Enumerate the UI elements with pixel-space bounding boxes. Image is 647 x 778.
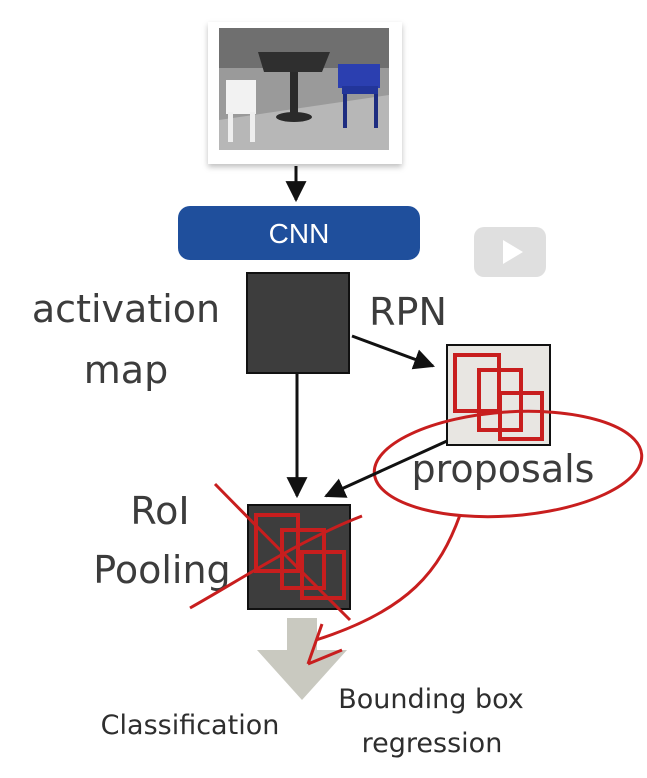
arrow-proposals-to-roi: [324, 439, 448, 498]
cnn-block: CNN: [178, 206, 420, 260]
chairs-photo-icon: [219, 28, 389, 150]
red-annotation-arrow: [315, 514, 462, 642]
rpn-label: RPN: [369, 290, 447, 334]
classification-label: Classification: [101, 710, 280, 741]
output-arrow: [257, 618, 347, 700]
roi-label-2: Pooling: [93, 548, 230, 592]
activation-map-label-1: activation: [32, 287, 220, 331]
red-annotation-arrowhead: [306, 623, 343, 666]
input-image: [208, 22, 402, 164]
activation-map: [246, 272, 350, 374]
cnn-label: CNN: [269, 218, 330, 249]
play-button-icon[interactable]: [474, 227, 546, 277]
proposals-label: proposals: [412, 447, 595, 491]
proposals-box: [446, 344, 551, 446]
bbox-label-2: regression: [362, 728, 503, 759]
cross-out-stroke-2: [189, 514, 363, 610]
roi-pooling-block: [247, 504, 351, 610]
bbox-label-1: Bounding box: [338, 684, 524, 715]
activation-map-label-2: map: [84, 348, 168, 392]
roi-label-1: RoI: [130, 489, 189, 533]
arrow-map-to-proposals: [351, 334, 435, 370]
